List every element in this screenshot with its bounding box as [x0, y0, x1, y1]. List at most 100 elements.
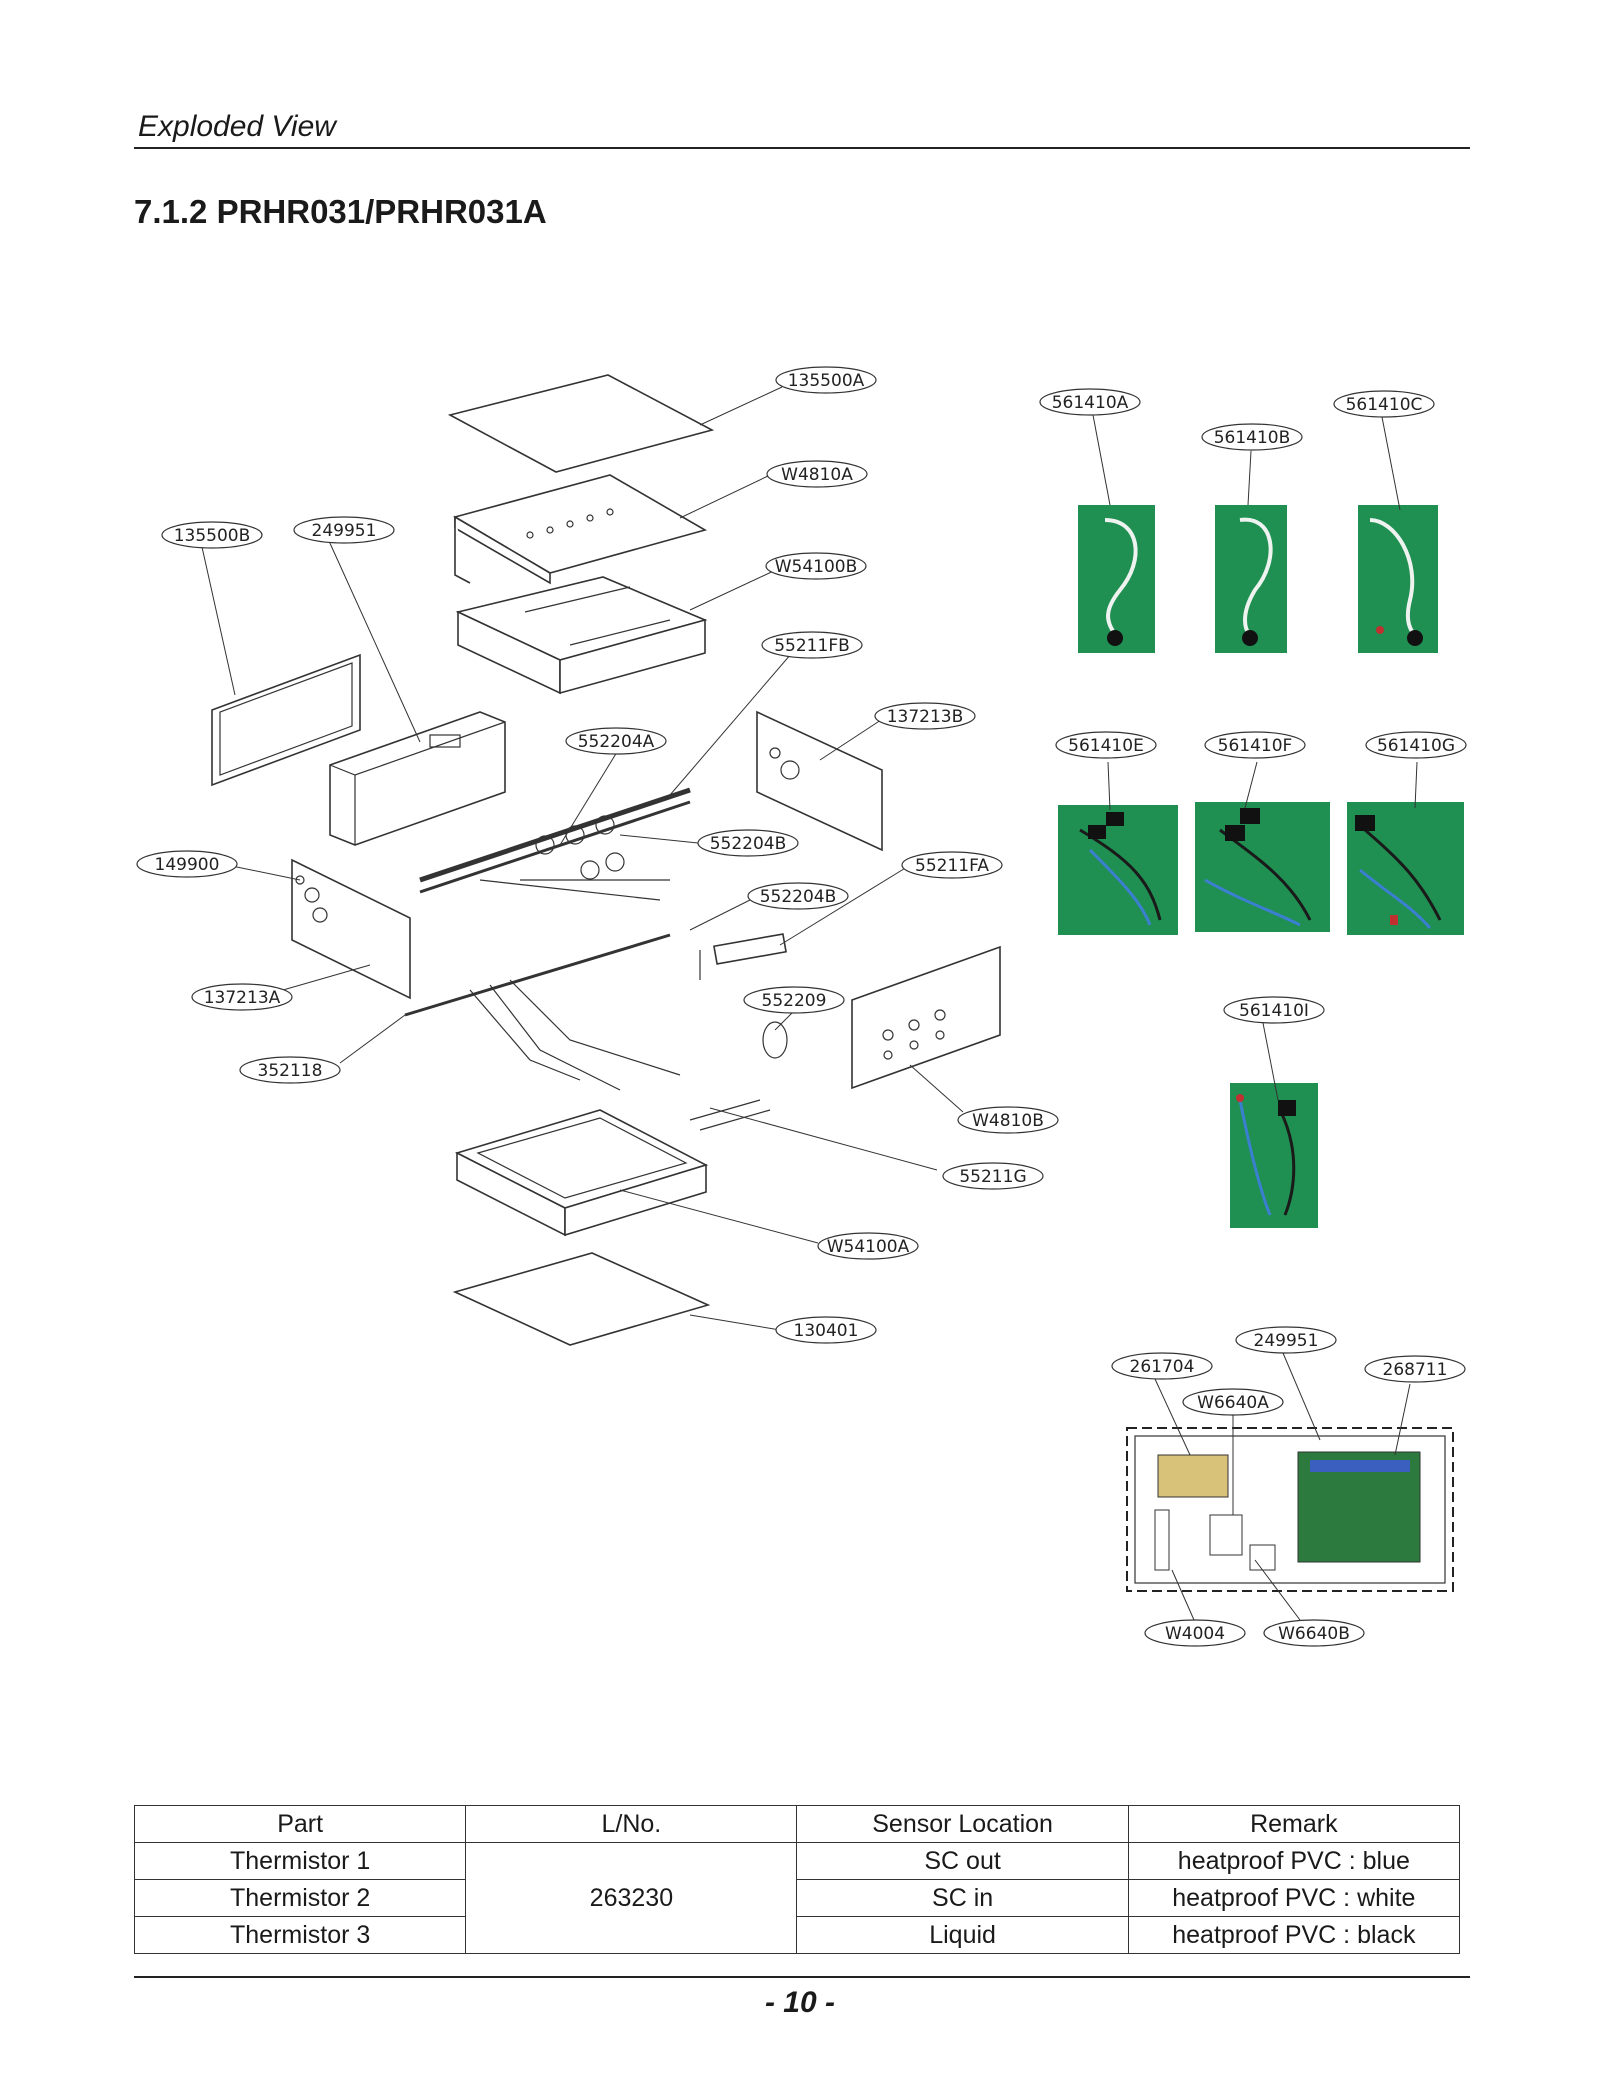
callout-561410E: 561410E — [1055, 731, 1157, 759]
front-panel-drawing — [211, 653, 361, 787]
svg-text:137213B: 137213B — [887, 707, 964, 727]
sensor-cell: Liquid — [796, 1916, 1129, 1954]
svg-text:561410B: 561410B — [1214, 428, 1291, 448]
svg-text:249951: 249951 — [1254, 1331, 1319, 1351]
callout-bubbles: 135500A W4810A W54100B 55211FB 137213B 5… — [136, 366, 1467, 1647]
callout-W4810B: W4810B — [957, 1106, 1059, 1134]
callout-552204A: 552204A — [565, 727, 667, 755]
header-title: Exploded View — [138, 110, 336, 143]
svg-text:552204A: 552204A — [578, 732, 655, 752]
sensor-photo-561410B — [1215, 505, 1287, 653]
leader-lines — [201, 386, 1418, 1621]
column-header-part: Part — [133, 1805, 467, 1843]
svg-text:W6640B: W6640B — [1278, 1624, 1350, 1644]
svg-text:130401: 130401 — [794, 1321, 859, 1341]
callout-149900: 149900 — [136, 850, 238, 878]
column-header-sensor-location: Sensor Location — [796, 1805, 1129, 1843]
callout-561410B: 561410B — [1201, 423, 1303, 451]
table-row: Thermistor 1 263230 SC out heatproof PVC… — [133, 1842, 1461, 1954]
remark-cell: heatproof PVC : white — [1127, 1879, 1461, 1917]
callout-561410F: 561410F — [1204, 731, 1306, 759]
header-pipes-drawing — [419, 787, 691, 901]
remark-cell: heatproof PVC : blue — [1127, 1842, 1461, 1880]
sensor-photo-561410E — [1058, 805, 1178, 935]
callout-130401: 130401 — [775, 1316, 877, 1344]
svg-text:561410F: 561410F — [1218, 736, 1293, 756]
control-box-detail — [1126, 1427, 1454, 1592]
svg-text:W4004: W4004 — [1165, 1624, 1225, 1644]
callout-W4004: W4004 — [1144, 1619, 1246, 1647]
top-cover-drawing — [447, 374, 715, 473]
table-row: Thermistor 3 Liquid heatproof PVC : blac… — [133, 1916, 1461, 1954]
callout-135500A: 135500A — [775, 366, 877, 394]
svg-text:137213A: 137213A — [204, 988, 281, 1008]
svg-text:561410I: 561410I — [1239, 1001, 1309, 1021]
callout-249951-detail: 249951 — [1235, 1326, 1337, 1354]
svg-text:55211G: 55211G — [959, 1167, 1026, 1187]
page-number: - 10 - — [764, 1986, 836, 2019]
svg-text:55211FB: 55211FB — [774, 636, 850, 656]
callout-561410C: 561410C — [1333, 390, 1435, 418]
svg-text:55211FA: 55211FA — [915, 856, 989, 876]
svg-text:149900: 149900 — [155, 855, 220, 875]
callout-W4810A: W4810A — [766, 460, 868, 488]
svg-text:352118: 352118 — [258, 1061, 323, 1081]
svg-text:552204B: 552204B — [760, 887, 837, 907]
callout-W54100B: W54100B — [765, 552, 867, 580]
svg-text:135500B: 135500B — [174, 526, 251, 546]
callout-268711: 268711 — [1364, 1355, 1466, 1383]
insulation-box-drawing — [455, 576, 708, 695]
part-cell: Thermistor 1 — [133, 1842, 467, 1880]
upper-panel-drawing — [452, 474, 708, 585]
sensor-photo-561410C — [1358, 505, 1438, 653]
thermistor-table: Part L/No. Sensor Location Remark Thermi… — [133, 1805, 1461, 1954]
svg-text:W4810B: W4810B — [972, 1111, 1044, 1131]
table-row: Thermistor 2 SC in heatproof PVC : white — [133, 1879, 1461, 1917]
svg-text:249951: 249951 — [312, 521, 377, 541]
right-side-panel-drawing — [756, 710, 883, 852]
callout-261704: 261704 — [1111, 1352, 1213, 1380]
callout-137213A: 137213A — [191, 983, 293, 1011]
footer-divider — [134, 1976, 1470, 1978]
lower-pipes-drawing — [404, 933, 788, 1131]
svg-text:261704: 261704 — [1130, 1357, 1195, 1377]
callout-552204B: 552204B — [697, 829, 799, 857]
callout-135500B: 135500B — [161, 521, 263, 549]
callout-W54100A: W54100A — [817, 1232, 919, 1260]
sensor-photo-561410F — [1195, 802, 1330, 932]
valve-assembly-drawing — [699, 933, 787, 980]
svg-text:561410C: 561410C — [1346, 395, 1423, 415]
svg-text:268711: 268711 — [1383, 1360, 1448, 1380]
sensor-cell: SC out — [796, 1842, 1129, 1880]
part-cell: Thermistor 3 — [133, 1916, 467, 1954]
drain-pan-drawing — [454, 1109, 709, 1237]
svg-text:552204B: 552204B — [710, 834, 787, 854]
callout-352118: 352118 — [239, 1056, 341, 1084]
callout-55211G: 55211G — [942, 1162, 1044, 1190]
callout-137213B: 137213B — [874, 702, 976, 730]
sensor-photo-561410G — [1347, 802, 1464, 935]
callout-561410G: 561410G — [1365, 731, 1467, 759]
column-header-lno: L/No. — [465, 1805, 798, 1843]
svg-text:561410A: 561410A — [1052, 393, 1129, 413]
callout-W6640B: W6640B — [1263, 1619, 1365, 1647]
callout-552209: 552209 — [743, 986, 845, 1014]
left-side-panel-drawing — [291, 858, 411, 1000]
sensor-cell: SC in — [796, 1879, 1129, 1917]
sensor-photo-561410A — [1078, 505, 1155, 653]
svg-text:W54100A: W54100A — [827, 1237, 910, 1257]
column-header-remark: Remark — [1127, 1805, 1461, 1843]
header-divider — [134, 147, 1470, 149]
svg-text:135500A: 135500A — [788, 371, 865, 391]
section-title: 7.1.2 PRHR031/PRHR031A — [134, 193, 547, 230]
control-box-drawing — [329, 711, 506, 846]
callout-W6640A: W6640A — [1182, 1388, 1284, 1416]
exploded-view-diagram: .part { fill:#ffffff; stroke:#333; strok… — [136, 366, 1467, 1647]
svg-text:W54100B: W54100B — [775, 557, 858, 577]
svg-text:W4810A: W4810A — [781, 465, 853, 485]
svg-text:561410G: 561410G — [1377, 736, 1455, 756]
back-panel-drawing — [851, 945, 1001, 1090]
table-header-row: Part L/No. Sensor Location Remark — [133, 1805, 1461, 1843]
sensor-photo-561410I — [1230, 1083, 1318, 1228]
svg-text:561410E: 561410E — [1068, 736, 1144, 756]
